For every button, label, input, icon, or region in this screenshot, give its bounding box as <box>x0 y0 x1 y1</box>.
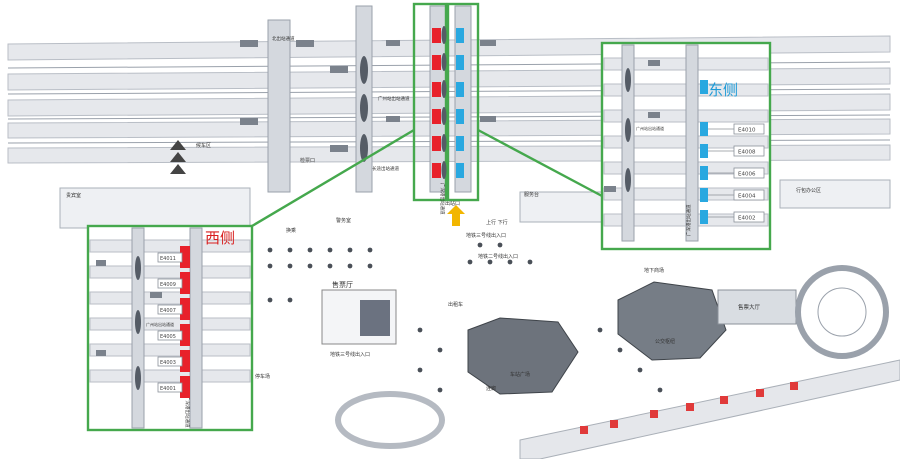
label-taxi: 出租车 <box>448 301 463 308</box>
east-code-label: E4010 <box>738 128 756 134</box>
center-east-marker <box>456 28 464 43</box>
east-ad-marker <box>700 166 708 180</box>
label-gate-a: 检票口 <box>300 157 315 164</box>
east-callout-main-passage-label: 广州站出站通道 <box>636 125 664 131</box>
west-code-label: E4011 <box>160 256 176 262</box>
center-east-frame <box>446 2 480 202</box>
west-code-box <box>157 252 183 263</box>
center-column <box>441 53 447 71</box>
center-east-marker <box>456 55 464 70</box>
label-vip: 贵宾室 <box>66 192 81 199</box>
west-code-label: E4005 <box>160 334 176 340</box>
label-waiting-hall: 售票厅 <box>332 280 353 289</box>
label-transfer: 换乘 <box>286 227 296 234</box>
east-code-label: E4008 <box>738 150 756 156</box>
east-ad-marker <box>700 144 708 158</box>
east-code-box <box>733 167 765 179</box>
east-code-label: E4002 <box>738 216 755 222</box>
east-ad-marker <box>700 122 708 136</box>
east-callout-passage-label: 广深港出站通道 <box>685 204 692 236</box>
center-west-marker <box>432 55 441 70</box>
center-east-marker <box>456 163 464 178</box>
center-east-marker <box>456 109 464 124</box>
label-parking: 停车场 <box>255 373 270 380</box>
label-guangzhou-main-passage: 广州站出站通道 <box>378 95 410 102</box>
east-code-box <box>733 123 765 135</box>
label-underground-mall: 地下商场 <box>644 267 664 274</box>
east-ad-marker <box>700 210 708 224</box>
east-code-label: E4004 <box>738 194 756 200</box>
west-ad-marker <box>180 246 190 268</box>
east-ad-marker <box>700 80 708 94</box>
east-code-label: E4006 <box>738 172 756 178</box>
west-code-label: E4001 <box>160 386 176 392</box>
east-code-box <box>733 189 765 201</box>
center-highlight: 广深港出站通道 <box>251 2 603 228</box>
center-west-frame <box>412 2 448 202</box>
label-north-passage: 北出站通道 <box>272 35 295 42</box>
east-connector <box>477 128 603 198</box>
west-code-box <box>157 330 183 341</box>
east-callout: 东侧 广深港出站通道 广州站出站通道 E4010E4008E4006E4004E… <box>600 41 772 251</box>
center-west-markers <box>432 26 447 179</box>
center-column <box>441 161 447 179</box>
label-corridor: 连廊 <box>486 385 496 392</box>
label-office-area: 行包办公区 <box>796 187 821 194</box>
label-up-down: 上行 下行 <box>486 219 508 226</box>
center-east-markers <box>456 28 464 178</box>
west-callout: 西侧 广深港出站通道 广州站出站通道 E4011E4009E4007E4005E… <box>86 224 254 432</box>
west-ad-marker <box>180 376 190 398</box>
west-ad-marker <box>180 272 190 294</box>
west-code-label: E4009 <box>160 282 176 288</box>
center-east-marker <box>456 82 464 97</box>
label-police: 警务室 <box>336 217 351 224</box>
west-callout-title: 西侧 <box>205 229 235 247</box>
center-west-marker <box>432 28 441 43</box>
center-west-marker <box>432 136 441 151</box>
west-callout-passage-label: 广深港出站通道 <box>184 396 191 428</box>
label-entrance-south: 地铁二号线出入口 <box>478 253 518 260</box>
west-code-label: E4007 <box>160 308 176 314</box>
center-west-marker <box>432 82 441 97</box>
east-code-box <box>733 145 765 157</box>
label-service: 服务台 <box>524 191 539 198</box>
west-ad-marker <box>180 350 190 372</box>
label-fare-hall: 售票大厅 <box>738 303 761 311</box>
east-callout-title: 东侧 <box>708 81 738 99</box>
center-east-marker <box>456 136 464 151</box>
map-labels: 售票厅 地铁三号线出入口 地铁三号线出入口 地铁二号线出入口 北出站通道 广州站… <box>66 35 821 392</box>
west-code-box <box>157 278 183 289</box>
label-station-square: 车站广场 <box>510 371 530 378</box>
label-long-distance-passage: 长途出站通道 <box>372 165 399 172</box>
west-code-box <box>157 304 183 315</box>
label-bus-hub: 公交枢纽 <box>655 338 675 345</box>
label-east-passage-center: 广深港出站通道 <box>439 183 446 215</box>
center-west-marker <box>432 163 441 178</box>
east-code-box <box>733 211 765 223</box>
center-column <box>441 134 447 152</box>
center-column <box>441 26 447 44</box>
entrance-arrow-icon <box>447 205 465 226</box>
west-callout-main-passage-label: 广州站出站通道 <box>146 321 174 327</box>
west-ad-marker <box>180 298 190 320</box>
center-west-marker <box>432 109 441 124</box>
center-column <box>441 107 447 125</box>
west-connector <box>251 128 415 228</box>
west-code-label: E4003 <box>160 360 176 366</box>
label-exit: 出站口 <box>445 200 460 207</box>
label-entrance-west: 地铁三号线出入口 <box>330 351 370 358</box>
center-column <box>441 80 447 98</box>
west-code-box <box>157 356 183 367</box>
west-ad-marker <box>180 324 190 346</box>
west-code-box <box>157 382 183 393</box>
label-gate-b: 候车区 <box>196 142 211 149</box>
label-entrance-north: 地铁三号线出入口 <box>466 232 506 239</box>
east-ad-marker <box>700 188 708 202</box>
